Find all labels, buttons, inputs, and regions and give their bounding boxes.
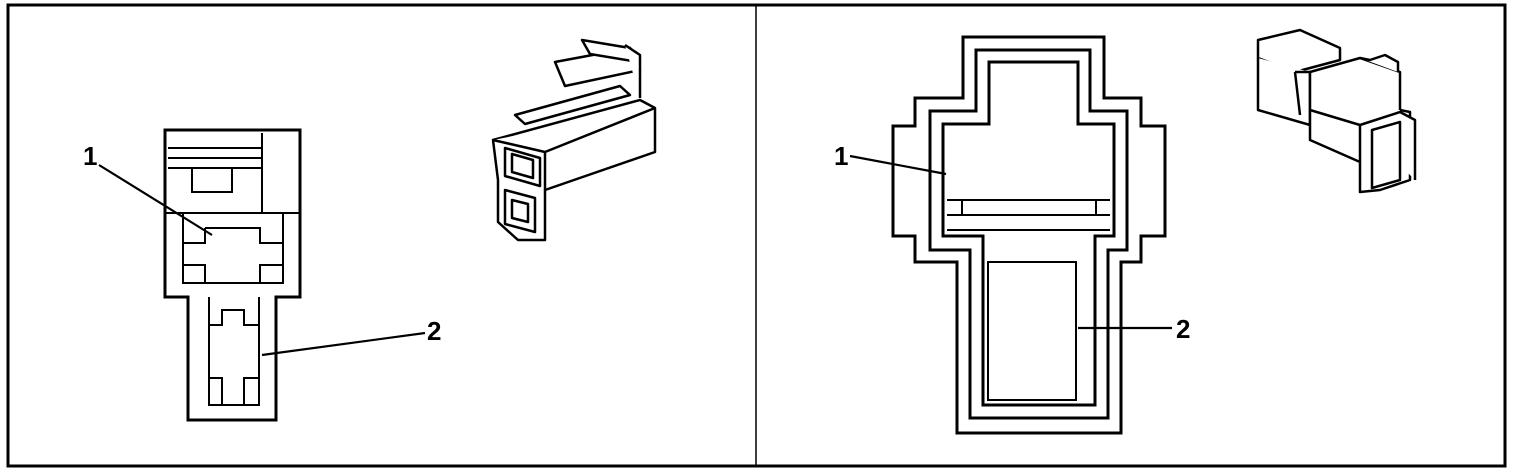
right-callout-2: 2 [1176,314,1190,344]
left-connector-isometric [491,38,657,242]
right-connector-isometric [1256,28,1417,194]
left-leader-2 [261,331,426,357]
right-connector-face [891,35,1167,435]
right-leader-1 [849,154,947,176]
left-callout-2: 2 [427,316,441,346]
right-panel: 1 2 [834,28,1417,435]
left-panel: 1 2 [83,38,657,422]
left-connector-face [163,128,302,422]
left-leader-1 [98,164,213,236]
right-callout-1: 1 [834,141,848,171]
left-callout-1: 1 [83,141,97,171]
